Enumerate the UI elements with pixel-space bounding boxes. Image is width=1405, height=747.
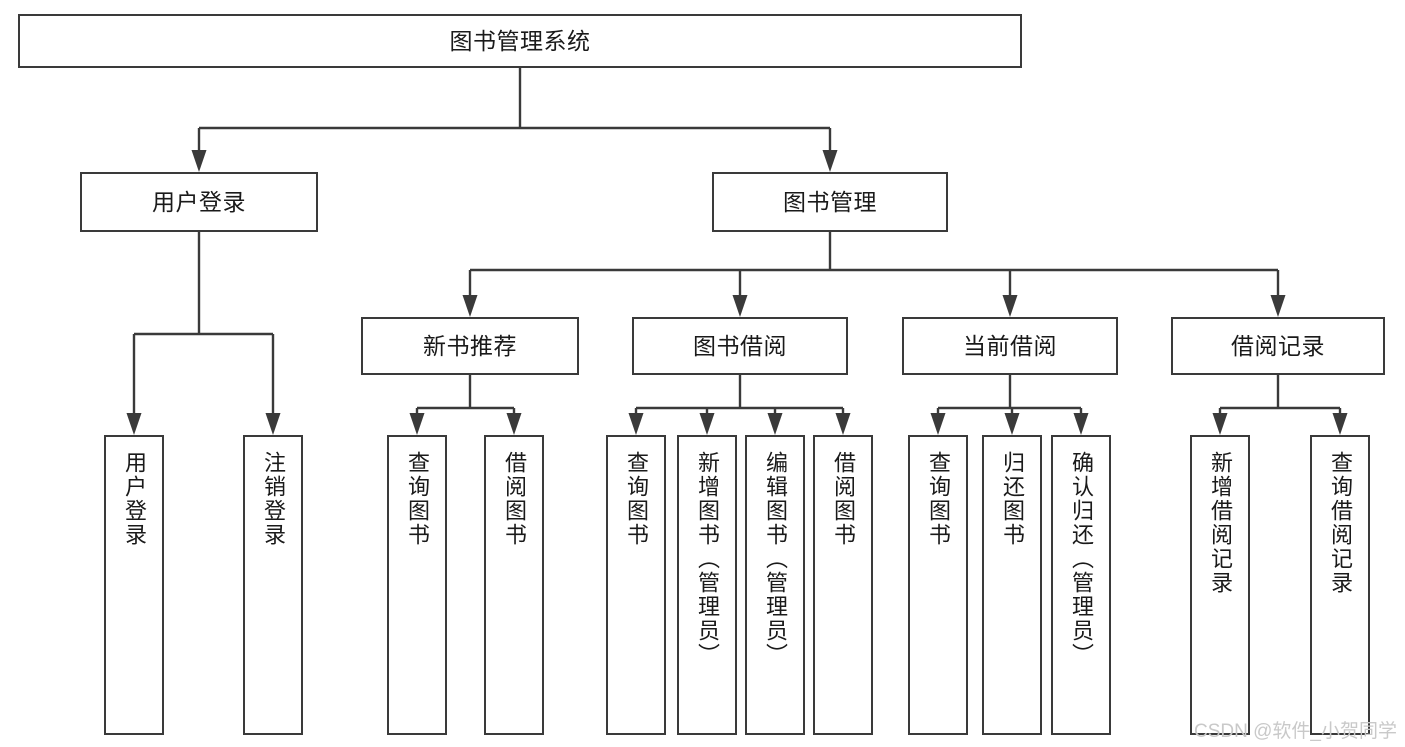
arrowhead-leaf-query-record (1332, 413, 1348, 435)
node-label-leaf-borrow-book-1: 借阅图书 (502, 451, 527, 547)
arrowhead-leaf-borrow-book-2 (835, 413, 851, 435)
arrowhead-book-borrow (732, 295, 748, 317)
node-leaf-user-login[interactable]: 用户登录 (104, 435, 164, 735)
node-leaf-edit-book[interactable]: 编辑图书（管理员） (745, 435, 805, 735)
arrowhead-borrow-record (1270, 295, 1286, 317)
arrowhead-leaf-query-book-1 (409, 413, 425, 435)
arrowhead-leaf-add-record (1212, 413, 1228, 435)
node-borrow-record[interactable]: 借阅记录 (1171, 317, 1385, 375)
node-leaf-borrow-book-1[interactable]: 借阅图书 (484, 435, 544, 735)
node-label-leaf-query-book-2: 查询图书 (624, 451, 649, 547)
node-label-user-login: 用户登录 (152, 188, 246, 215)
node-label-leaf-borrow-book-2: 借阅图书 (831, 451, 856, 547)
node-label-leaf-query-book-3: 查询图书 (926, 451, 951, 547)
node-leaf-return-book[interactable]: 归还图书 (982, 435, 1042, 735)
node-label-leaf-add-book: 新增图书（管理员） (695, 451, 720, 667)
node-label-leaf-return-book: 归还图书 (1000, 451, 1025, 547)
node-leaf-logout[interactable]: 注销登录 (243, 435, 303, 735)
node-leaf-query-book-3[interactable]: 查询图书 (908, 435, 968, 735)
node-label-leaf-edit-book: 编辑图书（管理员） (763, 451, 788, 667)
node-user-login[interactable]: 用户登录 (80, 172, 318, 232)
arrowhead-leaf-query-book-3 (930, 413, 946, 435)
node-leaf-query-record[interactable]: 查询借阅记录 (1310, 435, 1370, 735)
node-label-new-book-rec: 新书推荐 (423, 332, 517, 359)
watermark: CSDN @软件_小贺同学 (1194, 721, 1397, 742)
node-label-leaf-confirm-return: 确认归还（管理员） (1069, 451, 1094, 667)
node-leaf-borrow-book-2[interactable]: 借阅图书 (813, 435, 873, 735)
arrowhead-book-manage (822, 150, 838, 172)
node-label-leaf-add-record: 新增借阅记录 (1208, 451, 1233, 595)
node-root[interactable]: 图书管理系统 (18, 14, 1022, 68)
arrowhead-new-book-rec (462, 295, 478, 317)
node-label-book-borrow: 图书借阅 (693, 332, 787, 359)
node-leaf-query-book-2[interactable]: 查询图书 (606, 435, 666, 735)
node-label-leaf-user-login: 用户登录 (122, 451, 147, 547)
node-label-current-borrow: 当前借阅 (963, 332, 1057, 359)
node-book-manage[interactable]: 图书管理 (712, 172, 948, 232)
node-current-borrow[interactable]: 当前借阅 (902, 317, 1118, 375)
arrowhead-leaf-edit-book (767, 413, 783, 435)
arrowhead-leaf-user-login (126, 413, 142, 435)
arrowhead-leaf-borrow-book-1 (506, 413, 522, 435)
arrowhead-current-borrow (1002, 295, 1018, 317)
node-label-borrow-record: 借阅记录 (1231, 332, 1325, 359)
node-leaf-confirm-return[interactable]: 确认归还（管理员） (1051, 435, 1111, 735)
arrowhead-leaf-return-book (1004, 413, 1020, 435)
arrowhead-leaf-logout (265, 413, 281, 435)
node-leaf-add-book[interactable]: 新增图书（管理员） (677, 435, 737, 735)
node-leaf-query-book-1[interactable]: 查询图书 (387, 435, 447, 735)
arrowhead-leaf-add-book (699, 413, 715, 435)
arrowhead-user-login (191, 150, 207, 172)
node-label-book-manage: 图书管理 (783, 188, 877, 215)
node-new-book-rec[interactable]: 新书推荐 (361, 317, 579, 375)
arrowhead-leaf-query-book-2 (628, 413, 644, 435)
arrowhead-leaf-confirm-return (1073, 413, 1089, 435)
node-label-leaf-query-record: 查询借阅记录 (1328, 451, 1353, 595)
node-book-borrow[interactable]: 图书借阅 (632, 317, 848, 375)
node-label-root: 图书管理系统 (449, 27, 591, 54)
node-label-leaf-query-book-1: 查询图书 (405, 451, 430, 547)
node-leaf-add-record[interactable]: 新增借阅记录 (1190, 435, 1250, 735)
node-label-leaf-logout: 注销登录 (261, 451, 286, 547)
